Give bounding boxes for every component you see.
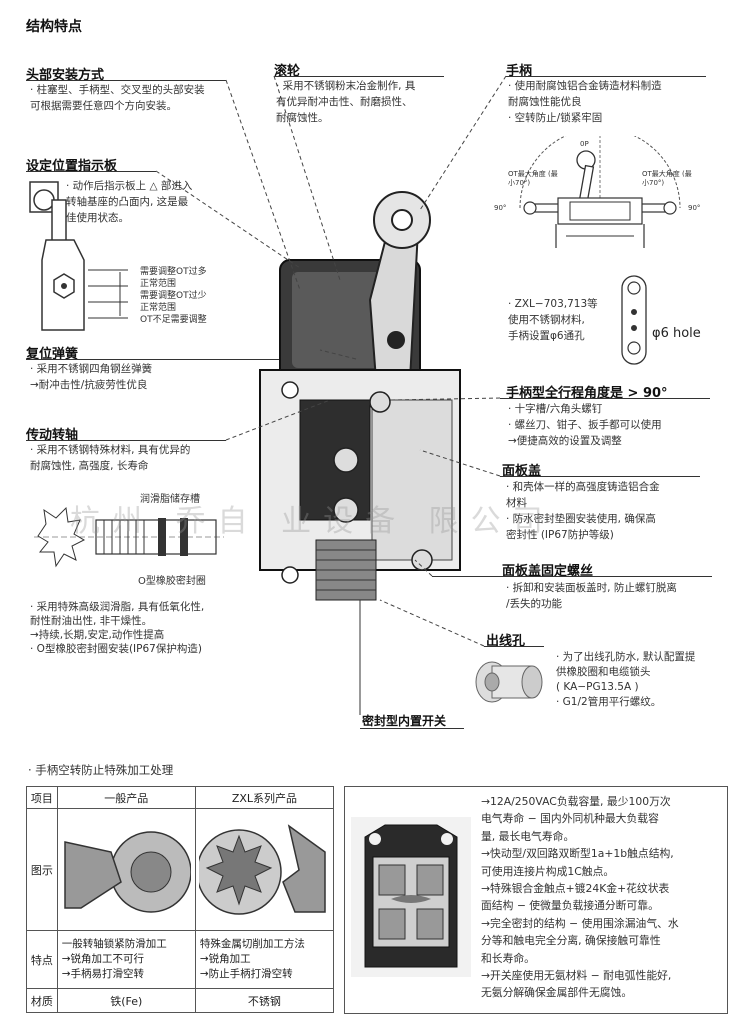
table-row-label: 材质 (26, 988, 58, 1013)
leader-lines (155, 75, 507, 647)
bottom-title: · 手柄空转防止特殊加工处理 (28, 763, 174, 777)
cover-title: 面板盖 (502, 464, 542, 479)
divider (274, 76, 444, 77)
roller-title: 滚轮 (274, 64, 301, 79)
page-title: 结构特点 (26, 19, 82, 35)
shaft-title: 传动转轴 (26, 428, 79, 443)
table-row-label: 特点 (26, 930, 58, 989)
indicator-scale: 需要调整OT过多 正常范围 需要调整OT过少 正常范围 OT不足需要调整 (140, 267, 207, 325)
lever-indicator-drawing (29, 181, 128, 331)
feature-panel-text: →12A/250VAC负载容量, 最少100万次 电气寿命 − 国内外同机种最大… (481, 795, 679, 1000)
reset-spring-text: · 采用不锈钢四角钢丝弹簧 →耐冲击性/抗疲劳性优良 (30, 363, 153, 391)
comparison-table: 项目 一般产品 ZXL系列产品 图示 特点 一般转轴锁紧防滑加工 →锐角加工不可… (26, 786, 335, 1013)
divider (26, 440, 226, 441)
zxl-diagram-cell (194, 808, 335, 931)
diagram-ot-left: OT最大角度 (最小70°) (508, 170, 558, 187)
divider (484, 646, 544, 647)
diagram-op: 0P (580, 140, 589, 148)
lever-angle-diagram (519, 136, 681, 248)
divider (500, 476, 700, 477)
table-row-label: 图示 (26, 808, 58, 931)
travel-title: 手柄型全行程角度是 > 90° (506, 386, 668, 401)
zxl-lever-drawing (621, 275, 647, 365)
divider (432, 576, 712, 577)
diagram-deg-left: 90° (494, 204, 507, 212)
material-general: 铁(Fe) (56, 988, 196, 1013)
sealed-switch-label: 密封型内置开关 (362, 714, 447, 728)
watermark: 杭州 乔自 业设备 限公司 (70, 504, 555, 539)
shaft-text-2: · 采用特殊高级润滑脂, 具有低氧化性, 耐性耐油出性, 非干燥性。 →持续,长… (30, 601, 205, 655)
zxl-shaft-diagram (196, 824, 327, 915)
grease-label: 润滑脂储存槽 (140, 494, 200, 505)
general-diagram-cell (56, 808, 196, 931)
indicator-text: · 动作后指示板上 △ 部进入 转轴基座的凸面内, 这是最 佳使用状态。 (66, 180, 193, 224)
general-shaft-diagram (64, 831, 193, 913)
zxl-hole-label: φ6 hole (652, 326, 701, 341)
travel-text: · 十字槽/六角头螺钉 · 螺丝刀、钳子、扳手都可以使用 →便捷高效的设置及调整 (508, 403, 662, 447)
diagram-ot-right: OT最大角度 (最小70°) (642, 170, 692, 187)
shaft-drawing (34, 506, 224, 568)
oring-label: O型橡胶密封圈 (138, 576, 206, 587)
material-zxl: 不锈钢 (194, 988, 335, 1013)
cover-screw-text: · 拆卸和安装面板盖时, 防止螺钉脱离 /丢失的功能 (506, 582, 677, 610)
lever-text: · 使用耐腐蚀铝合金铸造材料制造 耐腐蚀性能优良 · 空转防止/锁紧牢固 (508, 80, 662, 124)
switch-cutaway-drawing (259, 191, 461, 715)
divider (26, 359, 356, 360)
cable-gland-drawing (475, 661, 543, 703)
divider (26, 171, 156, 172)
head-mount-text: · 柱塞型、手柄型、交叉型的头部安装 可根据需要任意四个方向安装。 (30, 84, 205, 112)
cover-text: · 和壳体一样的高强度铸造铝合金 材料 · 防水密封垫圈安装使用, 确保高 密封… (506, 481, 660, 541)
table-header: 项目 (26, 786, 58, 809)
feature-general: 一般转轴锁紧防滑加工 →锐角加工不可行 →手柄易打滑空转 (56, 930, 196, 989)
feature-zxl: 特殊金属切削加工方法 →锐角加工 →防止手柄打滑空转 (194, 930, 335, 989)
lever-title: 手柄 (506, 64, 533, 79)
outlet-title: 出线孔 (486, 634, 526, 649)
reset-spring-title: 复位弹簧 (26, 347, 79, 362)
roller-text: · 采用不锈钢粉末冶金制作, 具 有优异耐冲击性、耐磨损性、 耐腐蚀性。 (276, 80, 416, 124)
feature-panel: →12A/250VAC负载容量, 最少100万次 电气寿命 − 国内外同机种最大… (344, 786, 728, 1014)
cover-screw-title: 面板盖固定螺丝 (502, 564, 594, 579)
switch-internal-photo (351, 817, 471, 977)
table-header: ZXL系列产品 (194, 786, 335, 809)
table-header: 一般产品 (56, 786, 196, 809)
shaft-text: · 采用不锈钢特殊材料, 具有优异的 耐腐蚀性, 高强度, 长寿命 (30, 444, 191, 472)
zxl-text: · ZXL−703,713等 使用不锈钢材料, 手柄设置φ6通孔 (508, 298, 598, 342)
divider (506, 76, 706, 77)
outlet-text: · 为了出线孔防水, 默认配置提 供橡胶圈和电缆锁头 ( KA−PG13.5A … (556, 651, 696, 708)
indicator-title: 设定位置指示板 (26, 159, 118, 174)
divider (500, 398, 710, 399)
diagram-deg-right: 90° (688, 204, 701, 212)
head-mount-title: 头部安装方式 (26, 68, 105, 83)
divider (360, 728, 464, 729)
divider (26, 80, 226, 81)
